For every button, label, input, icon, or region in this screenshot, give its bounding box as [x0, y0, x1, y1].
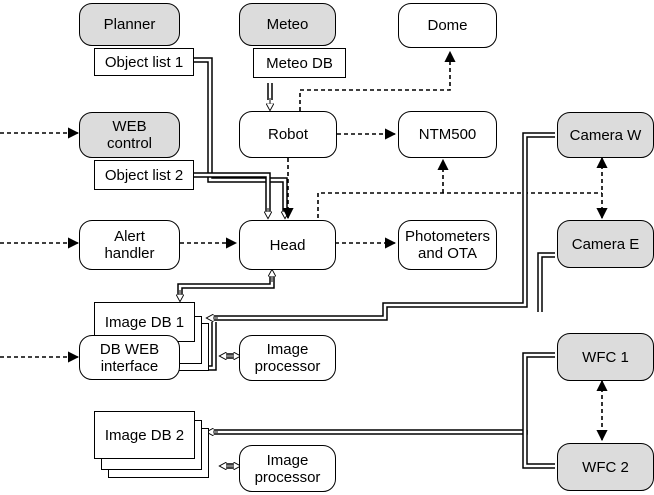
link-object-list-2-to-head [193, 172, 268, 218]
image-processor-2-box: Image processor [239, 445, 336, 492]
image-processor-1-box: Image processor [239, 335, 336, 381]
object-list-1: Object list 1 [94, 48, 194, 76]
db-web-interface-box: DB WEB interface [79, 335, 180, 380]
link-head-to-image-db-1 [180, 270, 272, 301]
wfc-1-box: WFC 1 [557, 333, 654, 381]
link-camera-e-to-image-db-1 [537, 252, 555, 312]
camera-e-box: Camera E [557, 220, 654, 268]
robot-box: Robot [239, 111, 337, 158]
image-db-2: Image DB 2 [94, 411, 195, 459]
camera-w-box: Camera W [557, 112, 654, 158]
link-camera-w-to-image-db-1 [207, 132, 555, 318]
object-list-2: Object list 2 [94, 160, 194, 190]
ntm500-box: NTM500 [398, 111, 497, 158]
wfc-2-box: WFC 2 [557, 443, 654, 491]
web-control-box: WEB control [79, 112, 180, 158]
link-head-to-cameras [317, 192, 602, 218]
meteo-box: Meteo [239, 3, 336, 46]
head-box: Head [239, 220, 336, 270]
meteo-db: Meteo DB [253, 48, 346, 78]
dome-box: Dome [398, 3, 497, 48]
link-robot-to-dome [299, 50, 456, 111]
alert-handler-box: Alert handler [79, 220, 180, 270]
photometers-box: Photometers and OTA [398, 220, 497, 270]
planner-box: Planner [79, 3, 180, 46]
